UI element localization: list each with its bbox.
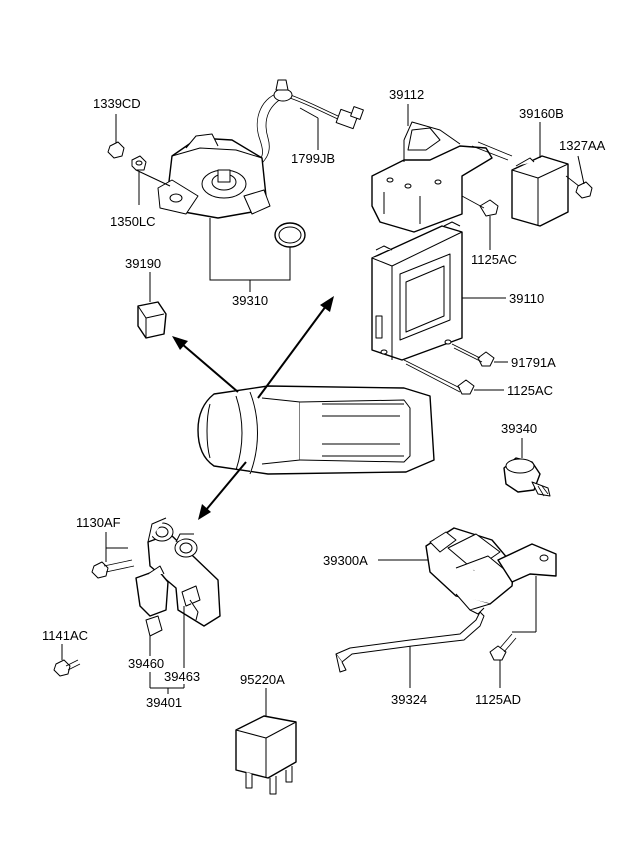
label-1350LC: 1350LC — [110, 214, 156, 229]
label-1125AC-b: 1125AC — [507, 383, 553, 398]
bolt-1141AC — [53, 644, 81, 677]
label-39310: 39310 — [232, 293, 268, 308]
ecu-39110 — [371, 221, 506, 361]
label-1125AD: 1125AD — [475, 692, 521, 707]
part-labels: 1339CD 1350LC 1799JB 39310 39190 39112 3… — [42, 87, 606, 710]
label-1339CD: 1339CD — [93, 96, 141, 111]
distributor-assembly — [107, 79, 364, 292]
label-1130AF: 1130AF — [76, 515, 121, 530]
relay-95220A — [235, 688, 297, 795]
vehicle-outline — [197, 385, 435, 475]
hose-39324 — [335, 611, 485, 688]
bolt-1125AC-b — [403, 359, 504, 395]
label-95220A: 95220A — [240, 672, 285, 687]
label-39160B: 39160B — [519, 106, 564, 121]
location-arrows — [172, 296, 334, 520]
label-39324: 39324 — [391, 692, 427, 707]
label-91791A: 91791A — [511, 355, 556, 370]
label-1327AA: 1327AA — [559, 138, 606, 153]
label-39460: 39460 — [128, 656, 164, 671]
label-1799JB: 1799JB — [291, 151, 335, 166]
label-39112: 39112 — [389, 87, 424, 102]
label-39190: 39190 — [125, 256, 161, 271]
label-39110: 39110 — [509, 291, 544, 306]
module-39160B — [471, 122, 593, 227]
map-sensor-39300A — [378, 527, 557, 633]
bolt-1125AD — [489, 633, 517, 688]
bolt-1130AF — [91, 532, 135, 579]
bolt-91791A — [451, 343, 508, 367]
label-39463: 39463 — [164, 669, 200, 684]
label-39340: 39340 — [501, 421, 537, 436]
label-39401: 39401 — [146, 695, 182, 710]
sensor-39190 — [137, 272, 167, 339]
solenoid-valve-39401 — [135, 517, 221, 694]
label-39300A: 39300A — [323, 553, 368, 568]
ecu-bracket — [371, 104, 493, 233]
label-1141AC: 1141AC — [42, 628, 88, 643]
knock-sensor-39340 — [503, 438, 551, 497]
label-1125AC-a: 1125AC — [471, 252, 517, 267]
bolt-1125AC-a — [461, 195, 499, 250]
